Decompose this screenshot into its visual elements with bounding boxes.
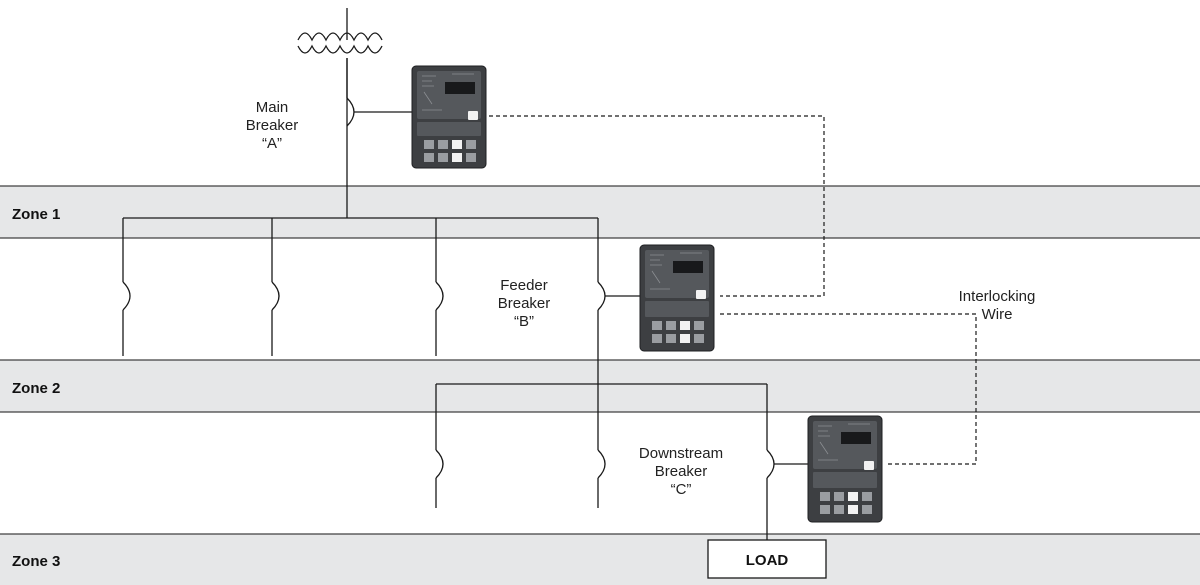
circuit-breaker-arc-icon bbox=[597, 449, 606, 479]
main-breaker-label-line3: “A” bbox=[262, 135, 282, 152]
load-box: LOAD bbox=[707, 539, 827, 579]
main-breaker-label-line2: Breaker bbox=[246, 117, 299, 134]
feeder-branch-1 bbox=[122, 218, 131, 356]
transformer-coil-icon bbox=[297, 8, 383, 54]
zone-band-2: Zone 2 bbox=[0, 359, 1200, 413]
main-breaker-label-line1: Main bbox=[256, 99, 289, 116]
zone-3-label: Zone 3 bbox=[12, 553, 60, 570]
feeder-breaker-label-line1: Feeder bbox=[500, 277, 548, 294]
downstream-breaker-label-line1: Downstream bbox=[639, 445, 723, 462]
downstream-breaker-label-line3: “C” bbox=[671, 481, 692, 498]
circuit-breaker-arc-icon bbox=[435, 449, 444, 479]
interlocking-wire bbox=[489, 115, 977, 465]
zone-1-label: Zone 1 bbox=[12, 206, 60, 223]
feeder-branch-3 bbox=[435, 218, 444, 356]
feeder-breaker-label-line3: “B” bbox=[514, 313, 534, 330]
circuit-breaker-arc-icon bbox=[435, 281, 444, 311]
trip-unit-relay-icon bbox=[411, 65, 487, 169]
circuit-breaker-arc-icon bbox=[271, 281, 280, 311]
interlock-wire-a-b bbox=[489, 115, 825, 297]
interlocking-wire-label-line1: Interlocking bbox=[959, 288, 1036, 305]
trip-unit-relay-icon bbox=[807, 415, 883, 523]
interlock-wire-b-c bbox=[720, 313, 977, 465]
zone-band-1: Zone 1 bbox=[0, 185, 1200, 239]
load-label: LOAD bbox=[746, 552, 789, 569]
feeder-breaker-b bbox=[597, 218, 640, 430]
interlocking-wire-label-line2: Wire bbox=[982, 306, 1013, 323]
zone-2-branch-middle bbox=[597, 430, 606, 508]
feeder-breaker-label-line2: Breaker bbox=[498, 295, 551, 312]
zone-2-branch-left bbox=[435, 384, 444, 508]
circuit-breaker-arc-icon bbox=[122, 281, 131, 311]
downstream-breaker-c bbox=[766, 384, 808, 540]
downstream-breaker-label-line2: Breaker bbox=[655, 463, 708, 480]
zone-band-3: Zone 3 bbox=[0, 533, 1200, 585]
trip-unit-relay-icon bbox=[639, 244, 715, 352]
circuit-breaker-arc-icon bbox=[346, 97, 355, 127]
zone-2-label: Zone 2 bbox=[12, 380, 60, 397]
circuit-breaker-arc-icon bbox=[766, 449, 775, 479]
main-breaker-a bbox=[346, 58, 412, 127]
circuit-breaker-arc-icon bbox=[597, 281, 606, 311]
feeder-branch-2 bbox=[271, 218, 280, 356]
